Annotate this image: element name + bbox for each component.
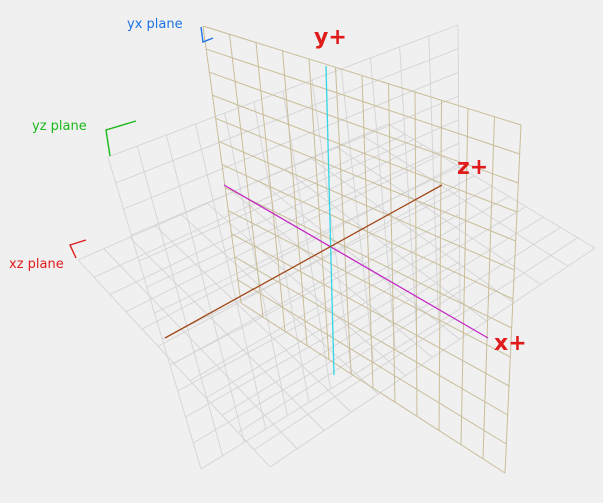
xz-grid-line bbox=[387, 123, 596, 249]
x-axis-line bbox=[223, 184, 489, 339]
yx-plane-label: yx plane bbox=[127, 17, 183, 32]
yx-grid-line bbox=[482, 116, 495, 459]
yz-grid-line bbox=[162, 190, 460, 340]
yx-grid-line bbox=[240, 302, 506, 474]
xz-grid-line bbox=[269, 247, 596, 468]
yx-plane-grid bbox=[202, 25, 522, 474]
xz-corner-marker bbox=[69, 239, 87, 259]
yz-grid-line bbox=[193, 284, 461, 444]
yx-grid-line bbox=[224, 187, 512, 329]
yz-grid-line bbox=[428, 35, 439, 323]
y-axis-label: y+ bbox=[314, 25, 347, 50]
xz-grid-line bbox=[237, 226, 561, 433]
yz-corner-marker bbox=[105, 120, 137, 157]
yz-grid-line bbox=[154, 166, 460, 314]
xz-grid-line bbox=[253, 237, 578, 451]
xz-grid-line bbox=[361, 134, 569, 267]
y-axis-line bbox=[325, 65, 335, 376]
z-axis-label: z+ bbox=[457, 155, 489, 180]
yz-plane-label: yz plane bbox=[32, 119, 87, 134]
yx-corner-marker bbox=[200, 26, 214, 43]
axis-lines bbox=[164, 65, 489, 376]
x-axis-label: x+ bbox=[494, 331, 527, 356]
yx-grid-line bbox=[237, 279, 507, 445]
yx-grid-line bbox=[234, 256, 508, 416]
yz-grid-line bbox=[185, 261, 460, 418]
z-axis-line bbox=[164, 184, 443, 339]
yx-grid-line bbox=[221, 164, 514, 300]
yx-grid-line bbox=[504, 124, 522, 474]
xz-plane-grid bbox=[77, 123, 596, 468]
plane-corner-markers bbox=[69, 26, 214, 259]
xz-plane-label: xz plane bbox=[9, 257, 64, 272]
